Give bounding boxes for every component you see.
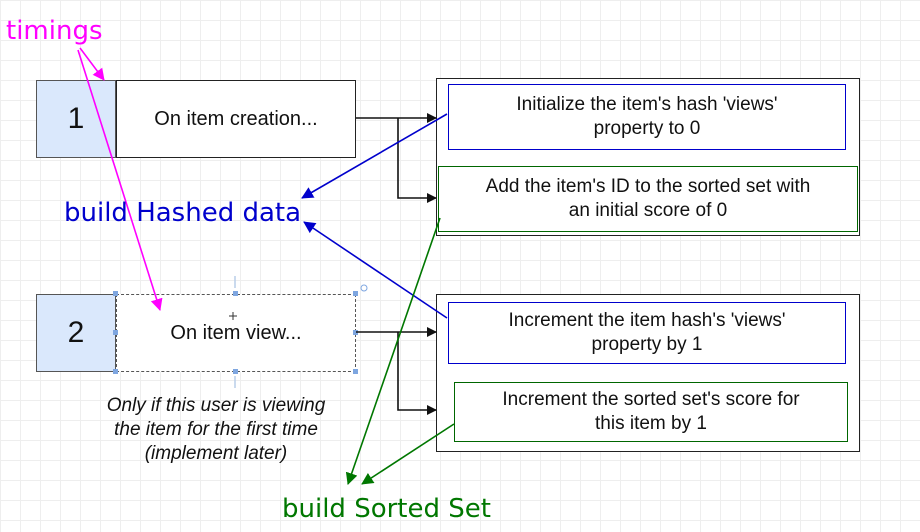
connector-arrow[interactable] <box>397 118 437 203</box>
connector-arrow[interactable] <box>397 332 437 415</box>
selection-handle[interactable] <box>233 369 238 374</box>
timings-arrow <box>77 49 163 311</box>
action-line: Add the item's ID to the sorted set with <box>485 176 811 197</box>
move-cursor-icon <box>229 312 237 320</box>
selection-handle[interactable] <box>113 291 118 296</box>
sorted-arrow <box>361 423 455 485</box>
hashed-arrow <box>301 113 448 199</box>
action-add-sorted[interactable]: Add the item's ID to the sorted set with… <box>438 166 858 232</box>
hashed-arrow <box>303 221 448 319</box>
annotation-sorted-set: build Sorted Set <box>282 494 491 524</box>
action-line: Initialize the item's hash 'views' <box>516 94 778 115</box>
selection-handle[interactable] <box>353 330 358 335</box>
step-1-label-box[interactable]: On item creation... <box>116 80 356 158</box>
action-incr-hash[interactable]: Increment the item hash's 'views' propert… <box>448 302 846 364</box>
step-2-number-box[interactable]: 2 <box>36 294 116 372</box>
note-line: the item for the first time <box>114 419 318 440</box>
selection-handle[interactable] <box>113 369 118 374</box>
selection-handle[interactable] <box>353 369 358 374</box>
sorted-arrow <box>345 217 441 485</box>
action-line: an initial score of 0 <box>568 200 728 221</box>
action-line: property to 0 <box>593 118 701 139</box>
step-1-number-box[interactable]: 1 <box>36 80 116 158</box>
action-line: Increment the item hash's 'views' <box>508 310 786 331</box>
rotate-handle-icon[interactable] <box>360 284 368 292</box>
selection-handle[interactable] <box>233 291 238 296</box>
selection-handle[interactable] <box>113 330 118 335</box>
action-line: this item by 1 <box>595 413 707 434</box>
annotation-timings: timings <box>6 16 103 46</box>
selection-handle[interactable] <box>353 291 358 296</box>
action-line: property by 1 <box>591 334 703 355</box>
timings-arrow <box>79 47 105 81</box>
step-2-note: Only if this user is viewing the item fo… <box>56 394 376 466</box>
action-init-hash[interactable]: Initialize the item's hash 'views' proper… <box>448 84 846 150</box>
note-line: Only if this user is viewing <box>106 395 326 416</box>
annotation-hashed-data: build Hashed data <box>64 198 302 228</box>
note-line: (implement later) <box>144 443 288 464</box>
action-incr-sorted[interactable]: Increment the sorted set's score for this… <box>454 382 848 442</box>
action-line: Increment the sorted set's score for <box>502 389 800 410</box>
